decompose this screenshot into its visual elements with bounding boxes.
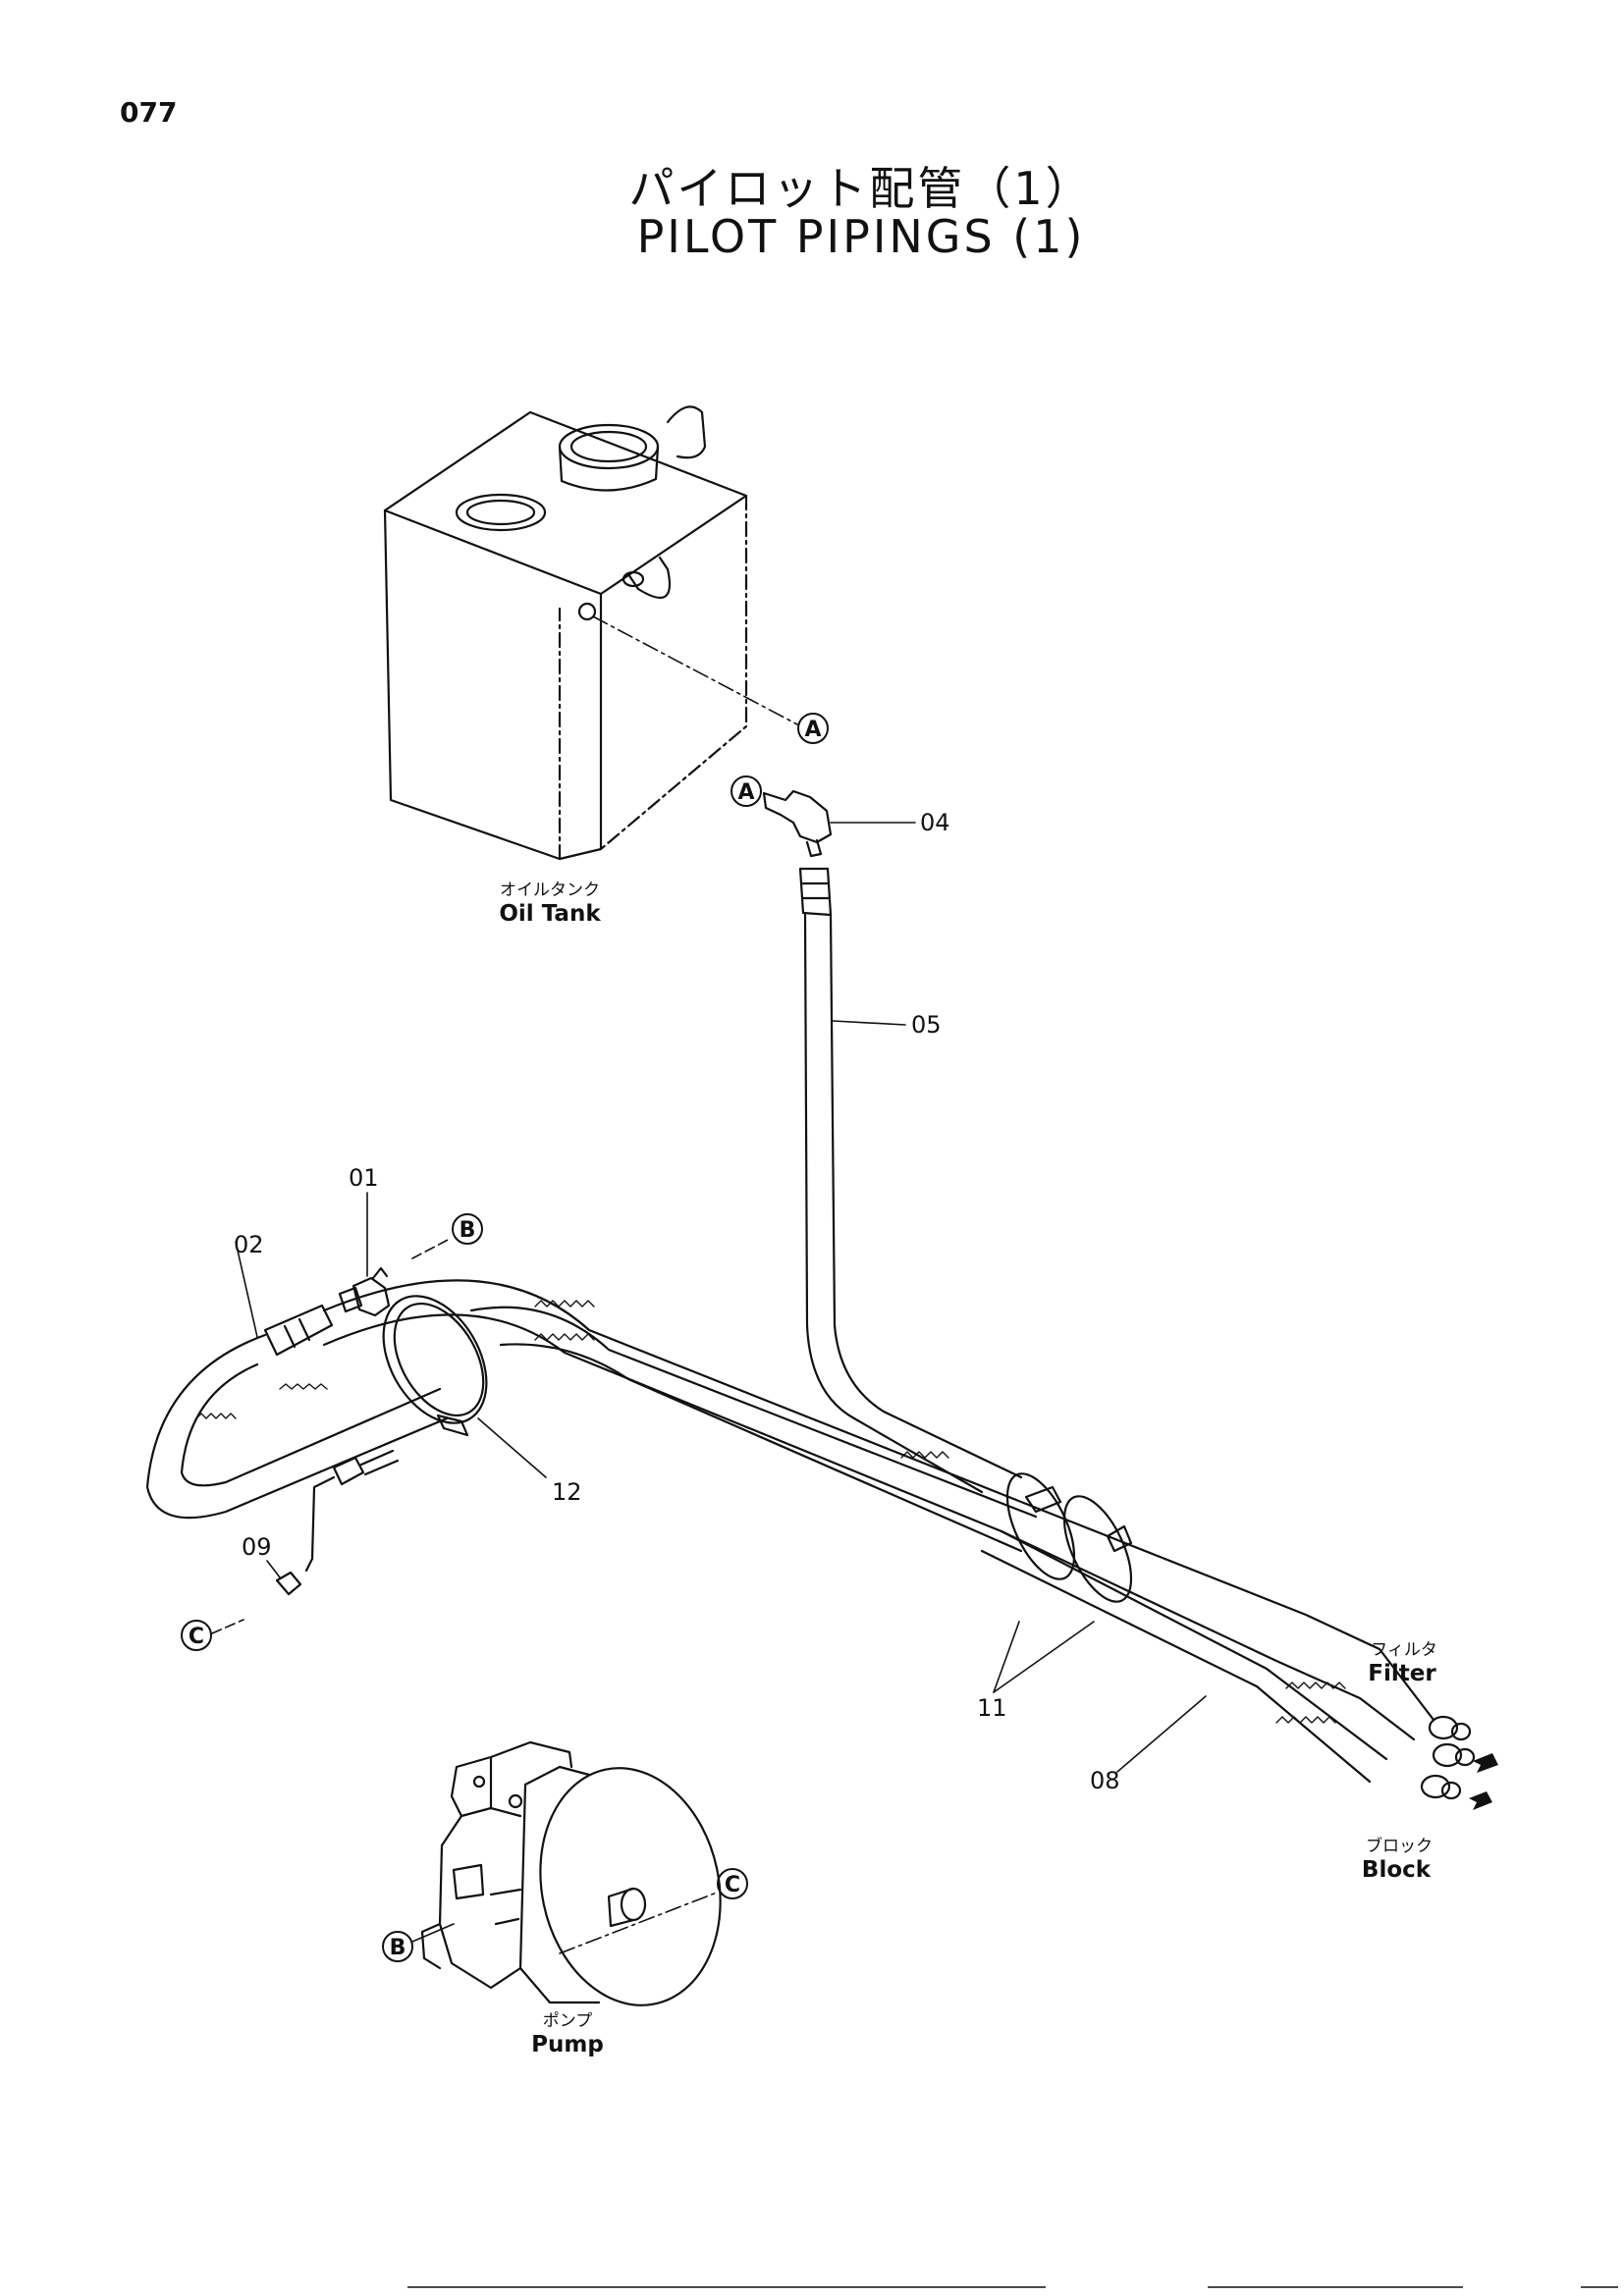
fitting-01	[338, 1192, 451, 1317]
filter-label-en: Filter	[1368, 1661, 1436, 1686]
flow-arrows	[1469, 1753, 1498, 1810]
oil-tank-label-jp: オイルタンク	[500, 881, 600, 900]
ref-a-circle-elbow	[731, 775, 762, 807]
filter-label-jp: フィルタ	[1371, 1640, 1437, 1660]
hose-08	[1116, 1695, 1476, 1800]
part-number-04: 04	[920, 809, 950, 836]
block-label-jp: ブロック	[1366, 1836, 1433, 1856]
ref-a-circle-tank	[797, 713, 829, 744]
part-number-08: 08	[1090, 1767, 1120, 1794]
oil-tank-label-en: Oil Tank	[499, 901, 601, 927]
pump-label-jp: ポンプ	[543, 2011, 593, 2031]
hose-bundle	[322, 1279, 1435, 1784]
page-title-english: PILOT PIPINGS (1)	[636, 210, 1086, 263]
ref-b-label-pump: B	[390, 1936, 406, 1960]
ref-c-label-pump: C	[725, 1873, 740, 1897]
ref-a-label-elbow: A	[737, 780, 754, 805]
oil-tank-drawing	[383, 405, 798, 861]
hose-02	[145, 1241, 449, 1520]
hose-05	[798, 867, 906, 1420]
ref-a-label-tank: A	[804, 718, 821, 742]
part-number-01: 01	[349, 1164, 379, 1192]
ref-b-circle-pump	[382, 1931, 413, 1962]
part-number-11: 11	[977, 1694, 1007, 1722]
hose-09	[211, 1449, 400, 1634]
ref-b-label-hose: B	[460, 1218, 476, 1243]
elbow-fitting-04	[762, 789, 916, 858]
block-label-en: Block	[1362, 1857, 1432, 1883]
part-number-05: 05	[911, 1011, 942, 1039]
part-number-02: 02	[234, 1231, 264, 1258]
ref-b-circle-hose	[452, 1213, 483, 1245]
pump-drawing	[411, 1740, 722, 2006]
pump-label-en: Pump	[531, 2032, 604, 2057]
page-number: 077	[120, 96, 178, 129]
part-number-09: 09	[242, 1533, 272, 1561]
part-number-12: 12	[552, 1478, 582, 1506]
ref-c-circle-fitting	[181, 1620, 212, 1651]
clamps-11	[993, 1472, 1133, 1693]
ref-c-label-fitting: C	[189, 1625, 204, 1649]
ref-c-circle-pump	[717, 1868, 748, 1899]
clamp-12	[382, 1295, 547, 1478]
page-title-japanese: パイロット配管（1）	[628, 162, 1094, 215]
